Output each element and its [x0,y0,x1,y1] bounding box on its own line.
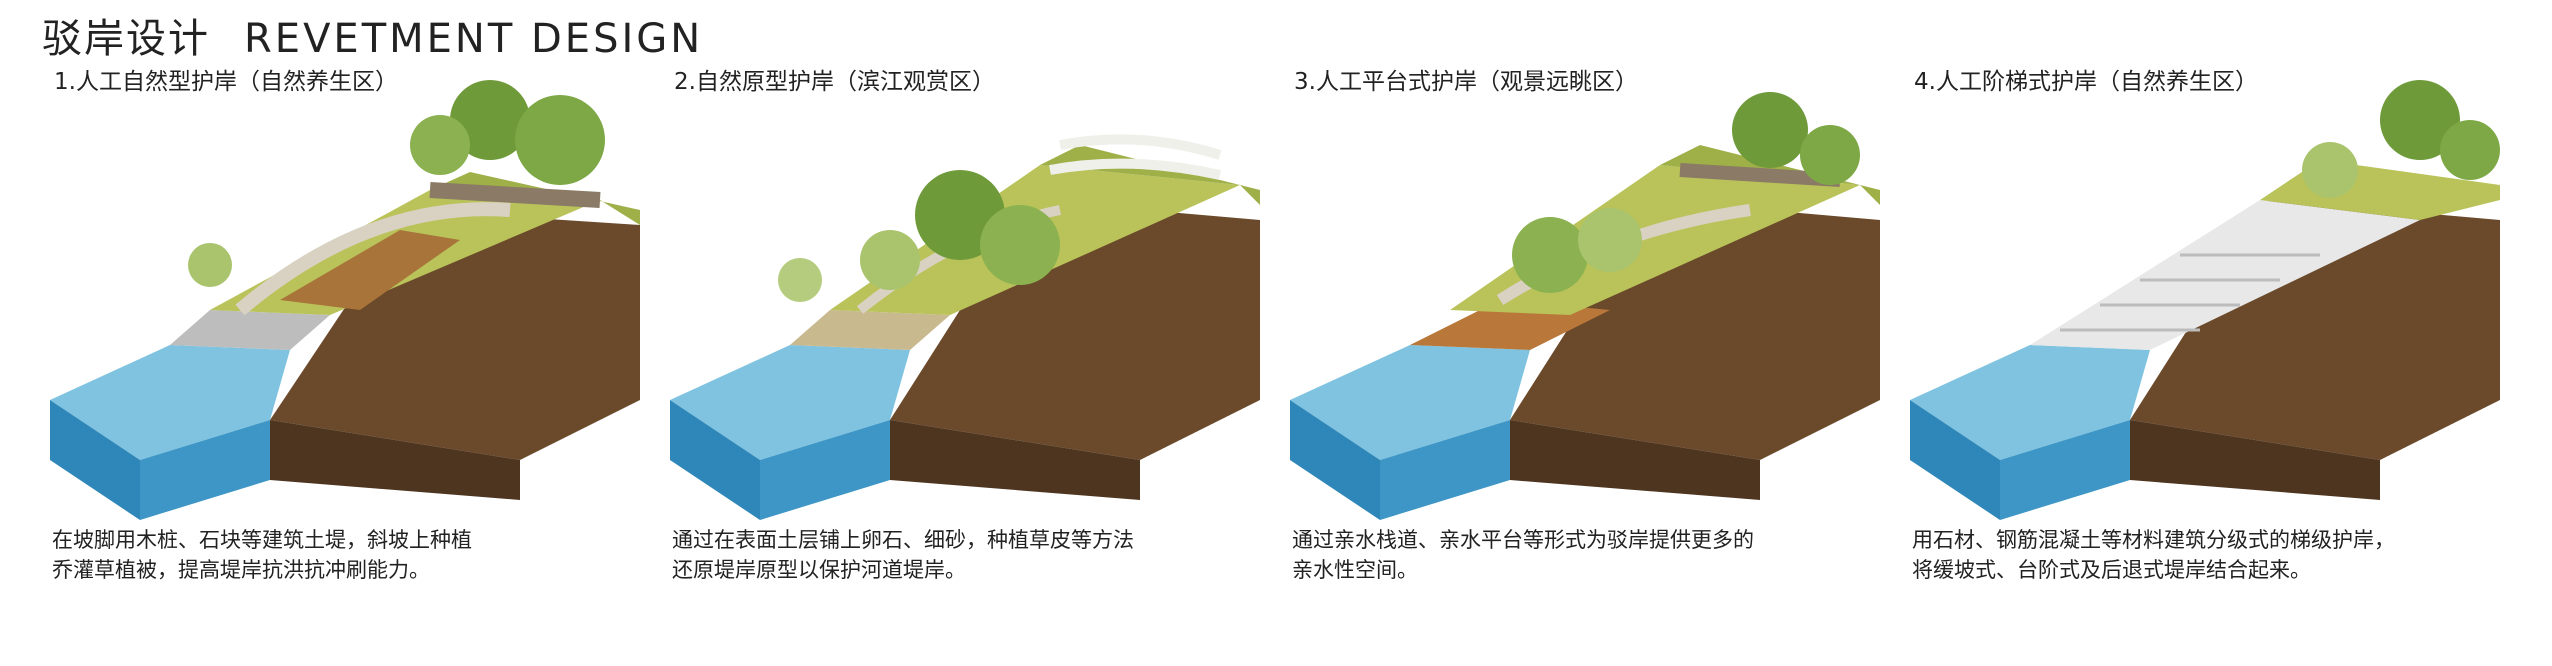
panel-description: 用石材、钢筋混凝土等材料建筑分级式的梯级护岸， 将缓坡式、台阶式及后退式堤岸结合… [1912,525,2512,585]
title-chinese: 驳岸设计 [42,16,210,62]
panel-description: 通过亲水栈道、亲水平台等形式为驳岸提供更多的 亲水性空间。 [1292,525,1892,585]
revetment-panel-2: 2.自然原型护岸（滨江观赏区） 通过在表面土层铺上卵石、细砂，种植草皮等方法 还… [660,60,1260,620]
page-title: 驳岸设计 REVETMENT DESIGN [42,6,703,64]
desc-line-1: 用石材、钢筋混凝土等材料建筑分级式的梯级护岸， [1912,528,2395,552]
title-english: REVETMENT DESIGN [244,16,704,62]
panel-title: 2.自然原型护岸（滨江观赏区） [674,69,995,95]
illustration-natural-prototype-revetment [670,134,1260,520]
panel-title: 4.人工阶梯式护岸（自然养生区） [1914,69,2258,95]
revetment-panel-3: 3.人工平台式护岸（观景远眺区） 通过亲水栈道、亲水平台等形式为驳岸提供更多的 … [1280,60,1880,620]
desc-line-2: 乔灌草植被，提高堤岸抗洪抗冲刷能力。 [52,558,430,582]
revetment-panel-4: 4.人工阶梯式护岸（自然养生区） 用石材、钢筋混凝土等材料建筑分级式的梯级护岸，… [1900,60,2500,620]
panel-title: 3.人工平台式护岸（观景远眺区） [1294,69,1638,95]
panel-title: 1.人工自然型护岸（自然养生区） [54,69,398,95]
desc-line-1: 通过在表面土层铺上卵石、细砂，种植草皮等方法 [672,528,1134,552]
illustration-stepped-revetment [1910,80,2500,520]
desc-line-2: 还原堤岸原型以保护河道堤岸。 [672,558,966,582]
panel-description: 在坡脚用木桩、石块等建筑土堤，斜坡上种植 乔灌草植被，提高堤岸抗洪抗冲刷能力。 [52,525,652,585]
illustration-artificial-natural-revetment [50,80,640,520]
desc-line-2: 亲水性空间。 [1292,558,1418,582]
panel-description: 通过在表面土层铺上卵石、细砂，种植草皮等方法 还原堤岸原型以保护河道堤岸。 [672,525,1272,585]
desc-line-1: 在坡脚用木桩、石块等建筑土堤，斜坡上种植 [52,528,472,552]
desc-line-1: 通过亲水栈道、亲水平台等形式为驳岸提供更多的 [1292,528,1754,552]
revetment-panel-1: 1.人工自然型护岸（自然养生区） 在坡脚用木桩、石块等建筑土堤，斜坡上种植 乔灌… [40,60,640,620]
illustration-platform-revetment [1290,92,1880,520]
desc-line-2: 将缓坡式、台阶式及后退式堤岸结合起来。 [1912,558,2311,582]
